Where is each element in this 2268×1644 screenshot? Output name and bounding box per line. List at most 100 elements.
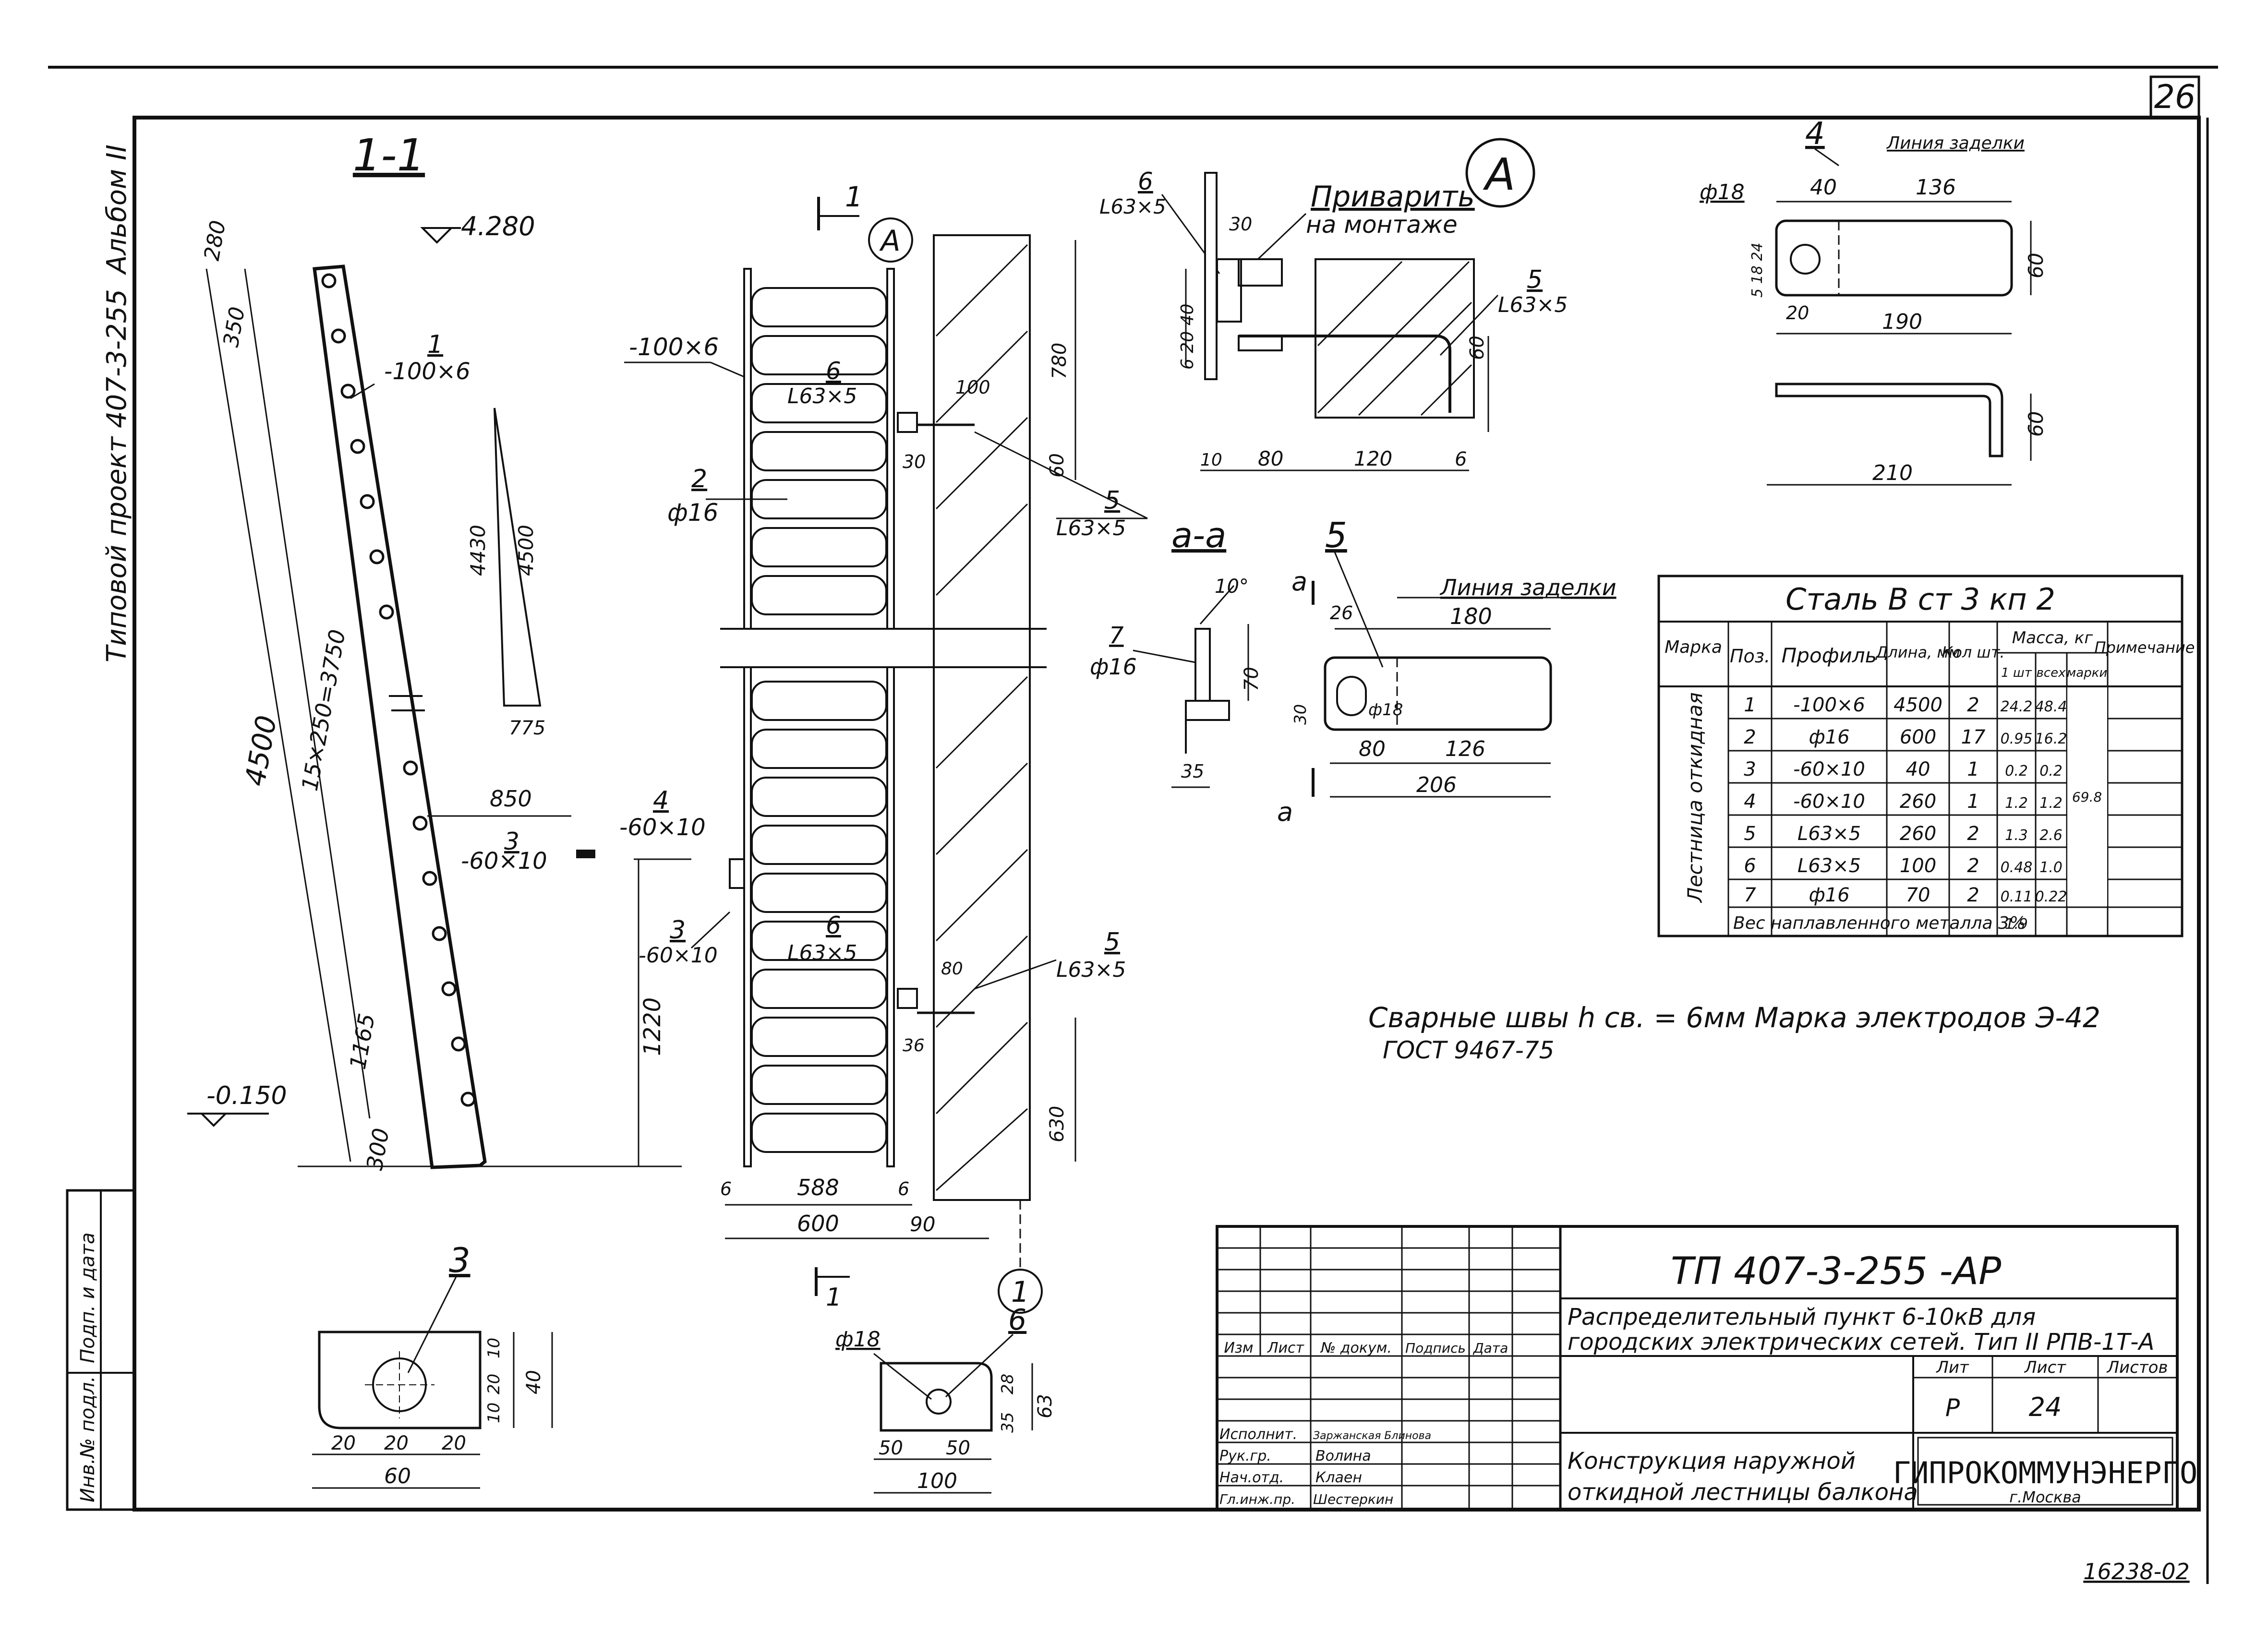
svg-text:1.0: 1.0 [2039, 859, 2063, 876]
slope-triangle [494, 408, 542, 707]
svg-text:24.2: 24.2 [2001, 698, 2033, 715]
svg-text:а-а: а-а [1171, 515, 1226, 555]
svg-text:60: 60 [2024, 253, 2048, 278]
svg-text:L63×5: L63×5 [1056, 516, 1126, 540]
svg-text:4430: 4430 [466, 525, 490, 576]
svg-text:1: 1 [1967, 758, 1979, 780]
svg-text:28: 28 [998, 1374, 1017, 1394]
svg-text:126: 126 [1445, 737, 1485, 761]
svg-text:Шестеркин: Шестеркин [1313, 1491, 1393, 1507]
svg-text:-60×10: -60×10 [1793, 758, 1865, 780]
org-name: ГИПРОКОММУНЭНЕРГО [1893, 1455, 2198, 1490]
svg-text:6: 6 [1008, 1303, 1026, 1337]
svg-text:ф18: ф18 [1700, 180, 1745, 204]
svg-text:20: 20 [484, 1374, 504, 1394]
spec-weld-value: 1.9 [2005, 916, 2028, 933]
svg-text:Подпись: Подпись [1405, 1340, 1466, 1356]
svg-text:63: 63 [1034, 1394, 1056, 1418]
svg-text:4500: 4500 [514, 525, 538, 576]
svg-text:600: 600 [797, 1211, 839, 1236]
svg-text:1: 1 [1011, 1275, 1029, 1309]
svg-text:7: 7 [1744, 884, 1756, 906]
stringer-1 [313, 264, 487, 1169]
detail-3: 3 10 20 10 40 20 20 20 60 [312, 1241, 553, 1489]
detail-4-bent [1775, 383, 2003, 457]
svg-text:5: 5 [1104, 928, 1120, 957]
section-a-a: а-а а 10° 7 ф16 70 35 а [1090, 515, 1315, 827]
svg-text:Дата: Дата [1472, 1340, 1508, 1356]
svg-text:300: 300 [362, 1126, 394, 1172]
side-stamp-inv: Инв.№ подл. [77, 1376, 99, 1502]
svg-text:70: 70 [1906, 884, 1930, 906]
svg-text:6: 6 [1455, 448, 1467, 470]
svg-text:48.4: 48.4 [2035, 698, 2067, 715]
svg-text:-100×6: -100×6 [629, 333, 719, 361]
svg-text:180: 180 [1450, 603, 1492, 629]
svg-text:2: 2 [1967, 884, 1979, 906]
svg-text:10: 10 [484, 1403, 504, 1423]
svg-text:15×250=3750: 15×250=3750 [297, 627, 350, 793]
wall-section [933, 234, 1031, 1201]
svg-text:20: 20 [442, 1432, 466, 1454]
svg-text:L63×5: L63×5 [787, 941, 857, 965]
svg-text:L63×5: L63×5 [787, 384, 857, 408]
svg-text:50: 50 [946, 1437, 970, 1459]
svg-text:Линия заделки: Линия заделки [1439, 575, 1617, 600]
svg-text:60: 60 [1046, 453, 1068, 478]
svg-text:2.6: 2.6 [2039, 827, 2063, 844]
svg-text:L63×5: L63×5 [1798, 855, 1861, 877]
svg-text:1: 1 [826, 1283, 842, 1312]
svg-text:Лестница откидная: Лестница откидная [1683, 692, 1707, 903]
svg-text:Гл.инж.пр.: Гл.инж.пр. [1219, 1491, 1295, 1507]
svg-text:30: 30 [1229, 214, 1252, 235]
svg-text:L63×5: L63×5 [1099, 195, 1166, 218]
side-stamp-sign: Подп. и дата [77, 1233, 99, 1363]
svg-text:1165: 1165 [345, 1011, 380, 1071]
svg-text:городских электрических сетей.: городских электрических сетей. Тип II РП… [1568, 1329, 2154, 1356]
svg-text:1.3: 1.3 [2005, 827, 2028, 844]
svg-text:Заржанская Блинова: Заржанская Блинова [1313, 1430, 1431, 1442]
svg-text:4500: 4500 [239, 713, 283, 788]
spec-row: 2 ф16 600 17 0.95 16.2 [1744, 726, 2067, 748]
svg-text:1.2: 1.2 [2039, 795, 2063, 812]
svg-text:4: 4 [653, 786, 669, 815]
svg-text:1: 1 [845, 180, 863, 213]
svg-text:35: 35 [998, 1412, 1017, 1433]
spec-row: 7 ф16 70 2 0.11 0.22 [1744, 884, 2067, 906]
svg-text:5: 5 [1325, 515, 1347, 555]
svg-text:Марка: Марка [1665, 637, 1722, 657]
svg-text:3: 3 [504, 828, 519, 855]
svg-text:30: 30 [903, 451, 926, 472]
svg-text:Лист: Лист [2024, 1358, 2066, 1377]
svg-text:Масса, кг: Масса, кг [2012, 628, 2094, 648]
right-stringer [886, 268, 895, 1167]
detail-a-stringer [1204, 172, 1218, 380]
rungs [751, 287, 887, 1153]
detail-4: 4 Линия заделки ф18 40 136 5 18 24 60 20… [1700, 116, 2048, 486]
svg-text:206: 206 [1416, 773, 1457, 797]
svg-text:0.11: 0.11 [2001, 888, 2033, 905]
svg-text:60: 60 [1466, 336, 1488, 360]
svg-text:А: А [1483, 149, 1516, 200]
svg-text:3: 3 [670, 916, 686, 945]
svg-text:Листов: Листов [2106, 1358, 2168, 1377]
svg-text:120: 120 [1354, 447, 1392, 470]
svg-text:24: 24 [2029, 1392, 2062, 1422]
svg-text:-100×6: -100×6 [1793, 694, 1865, 716]
svg-text:7: 7 [1109, 622, 1124, 649]
detail-4-plate [1775, 219, 2013, 297]
svg-text:17: 17 [1961, 726, 1986, 748]
svg-text:136: 136 [1916, 175, 1956, 200]
svg-text:-60×10: -60×10 [461, 848, 547, 875]
svg-text:100: 100 [1900, 855, 1936, 877]
svg-text:Примечание: Примечание [2095, 638, 2195, 657]
svg-text:6: 6 [720, 1178, 732, 1200]
svg-text:10: 10 [484, 1338, 504, 1358]
spec-weld-label: Вес наплавленного металла 3% [1733, 913, 2026, 933]
svg-text:100: 100 [955, 377, 990, 398]
ladder-elevation: 1 А [624, 180, 1148, 1314]
svg-text:600: 600 [1900, 726, 1936, 748]
svg-text:5: 5 [1744, 823, 1756, 845]
svg-text:Исполнит.: Исполнит. [1219, 1426, 1297, 1443]
svg-text:L63×5: L63×5 [1056, 958, 1126, 982]
